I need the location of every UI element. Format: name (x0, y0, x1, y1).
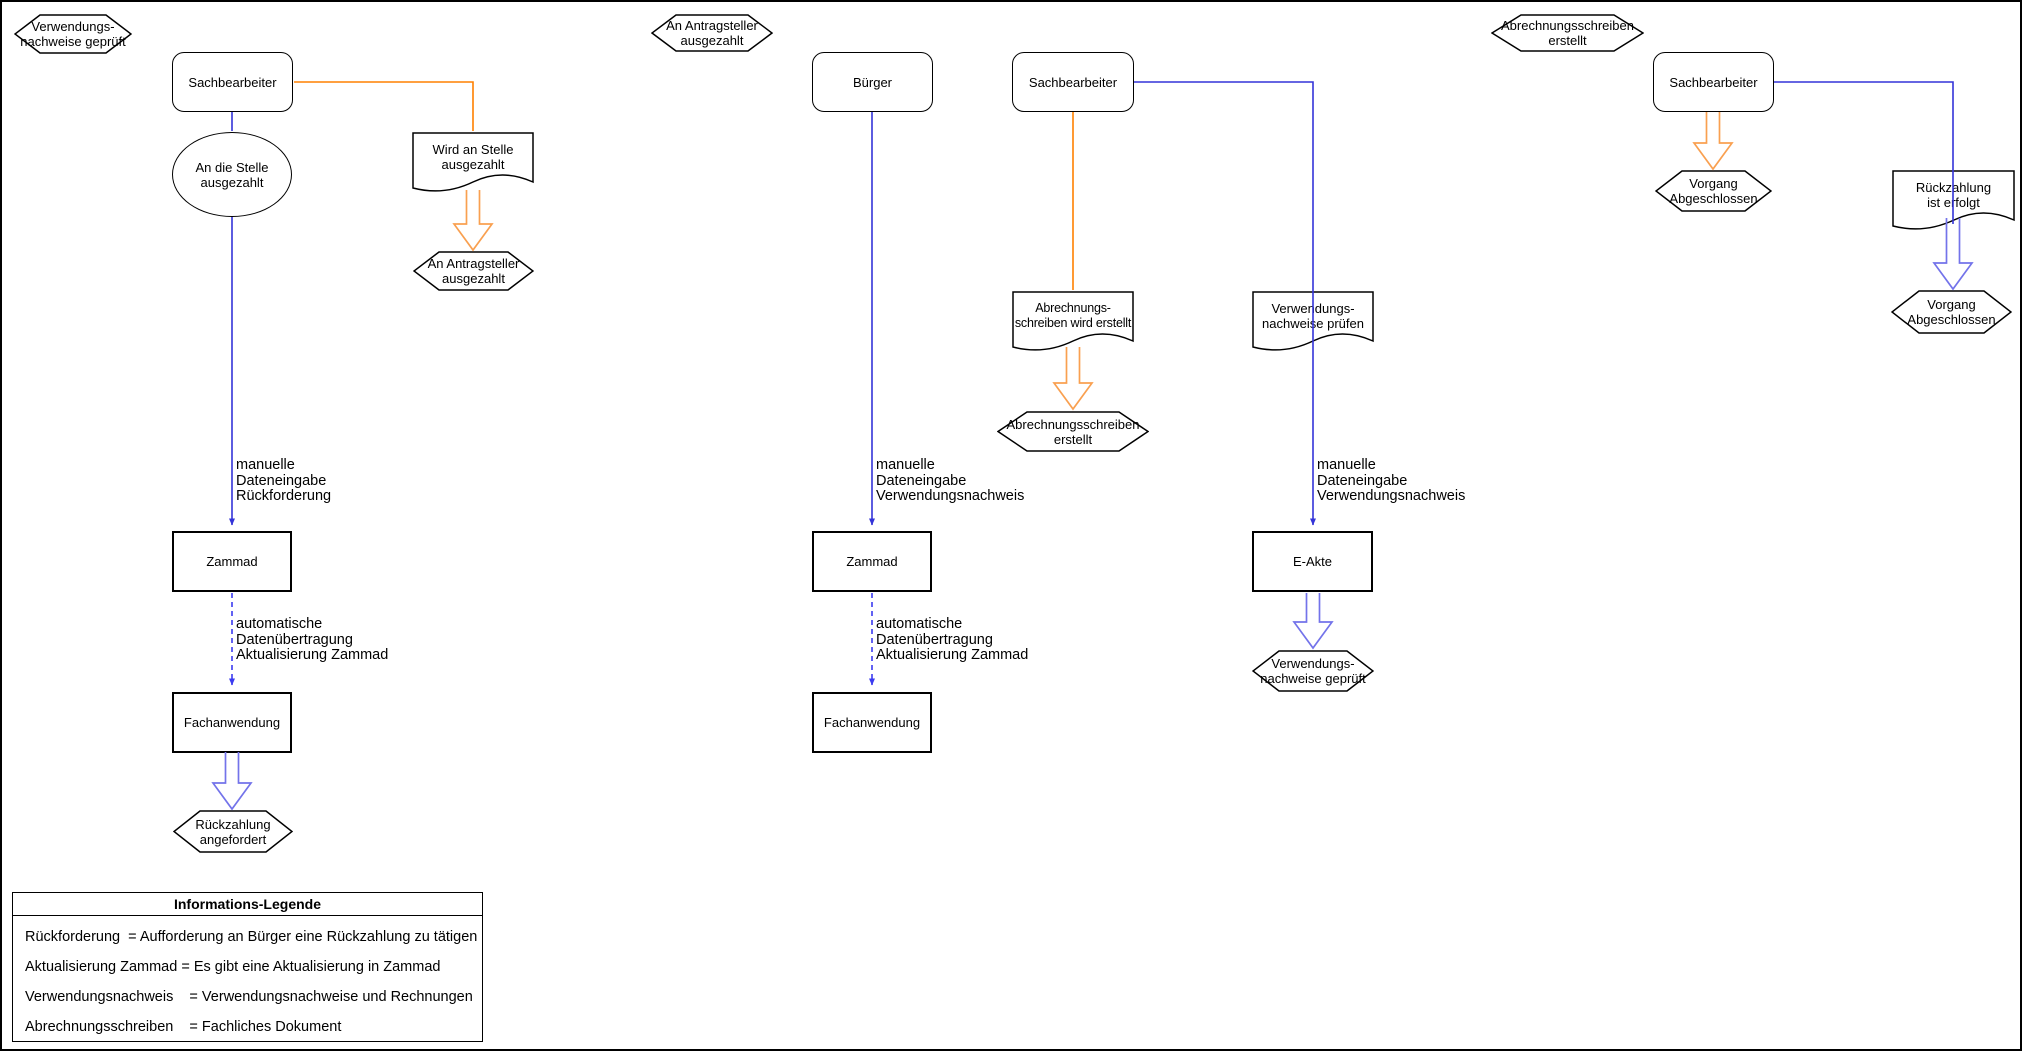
legend-title: Informations-Legende (13, 893, 482, 916)
document-abrechnungsschreiben-wird-erstellt: Abrechnungs- schreiben wird erstellt (1012, 291, 1134, 355)
block-arrow-sachbearbeiter3-to-vorgang1 (1692, 112, 1734, 171)
document-verwendungsnachweise-pruefen: Verwendungs- nachweise prüfen (1252, 291, 1374, 355)
connector-sachbearbeiter1-to-doc1 (294, 81, 474, 131)
hexagon-shape (14, 14, 132, 54)
event-verwendungsnachweise-geprueft-mid: Verwendungs- nachweise geprüft (1252, 650, 1374, 692)
block-arrow-eakte-to-event (1292, 593, 1334, 650)
event-an-antragsteller-ausgezahlt-1: An Antragsteller ausgezahlt (413, 251, 534, 291)
event-rueckzahlung-angefordert: Rückzahlung angefordert (173, 810, 293, 853)
block-arrow-fachanwendung1-to-event (211, 752, 253, 811)
event-an-antragsteller-ausgezahlt-2: An Antragsteller ausgezahlt (651, 14, 773, 52)
document-rueckzahlung-ist-erfolgt: Rückzahlung ist erfolgt (1892, 170, 2015, 234)
system-eakte: E-Akte (1252, 531, 1373, 592)
legend: Informations-Legende Rückforderung = Auf… (12, 892, 483, 1042)
edge-label-manuelle-verwendungsnachweis-2: manuelle Dateneingabe Verwendungsnachwei… (1317, 457, 1466, 505)
legend-body: Rückforderung = Aufforderung an Bürger e… (13, 916, 482, 1042)
edge-label-automatische-1: automatische Datenübertragung Aktualisie… (236, 616, 389, 664)
document-shape (412, 132, 534, 192)
system-fachanwendung-1: Fachanwendung (172, 692, 292, 753)
event-vorgang-abgeschlossen-2: Vorgang Abgeschlossen (1891, 290, 2012, 334)
state-an-die-stelle-ausgezahlt: An die Stelle ausgezahlt (172, 132, 292, 217)
event-abrechnungsschreiben-erstellt-2: Abrechnungsschreiben erstellt (1491, 14, 1644, 52)
system-zammad-2: Zammad (812, 531, 932, 592)
edge-label-manuelle-verwendungsnachweis-1: manuelle Dateneingabe Verwendungsnachwei… (876, 457, 1025, 505)
legend-row: Rückforderung = Aufforderung an Bürger e… (25, 929, 478, 945)
hexagon-shape (413, 251, 534, 291)
block-arrow-doc2-to-event (1052, 347, 1094, 411)
hexagon-shape (1252, 650, 1374, 692)
document-wird-an-stelle-ausgezahlt: Wird an Stelle ausgezahlt (412, 132, 534, 196)
hexagon-shape (1491, 14, 1644, 52)
block-arrow-doc1-to-event (452, 190, 494, 252)
hexagon-shape (173, 810, 293, 853)
system-fachanwendung-2: Fachanwendung (812, 692, 932, 753)
legend-row: Aktualisierung Zammad = Es gibt eine Akt… (25, 959, 441, 975)
actor-buerger: Bürger (812, 52, 933, 112)
document-shape (1012, 291, 1134, 351)
legend-row: Abrechnungsschreiben = Fachliches Dokume… (25, 1019, 342, 1035)
event-verwendungsnachweise-geprueft-left: Verwendungs- nachweise geprüft (14, 14, 132, 54)
hexagon-shape (1655, 170, 1772, 212)
actor-sachbearbeiter-3: Sachbearbeiter (1653, 52, 1774, 112)
legend-row: Verwendungsnachweis = Verwendungsnachwei… (25, 989, 473, 1005)
actor-sachbearbeiter-1: Sachbearbeiter (172, 52, 293, 112)
event-label: Verwendungs- nachweise geprüft (20, 19, 126, 49)
hexagon-shape (651, 14, 773, 52)
edge-label-automatische-2: automatische Datenübertragung Aktualisie… (876, 616, 1029, 664)
edge-label-manuelle-rueckforderung: manuelle Dateneingabe Rückforderung (236, 457, 332, 505)
system-zammad-1: Zammad (172, 531, 292, 592)
event-vorgang-abgeschlossen-1: Vorgang Abgeschlossen (1655, 170, 1772, 212)
actor-sachbearbeiter-2: Sachbearbeiter (1012, 52, 1134, 112)
hexagon-shape (997, 411, 1149, 452)
hexagon-shape (1891, 290, 2012, 334)
event-abrechnungsschreiben-erstellt-1: Abrechnungsschreiben erstellt (997, 411, 1149, 452)
